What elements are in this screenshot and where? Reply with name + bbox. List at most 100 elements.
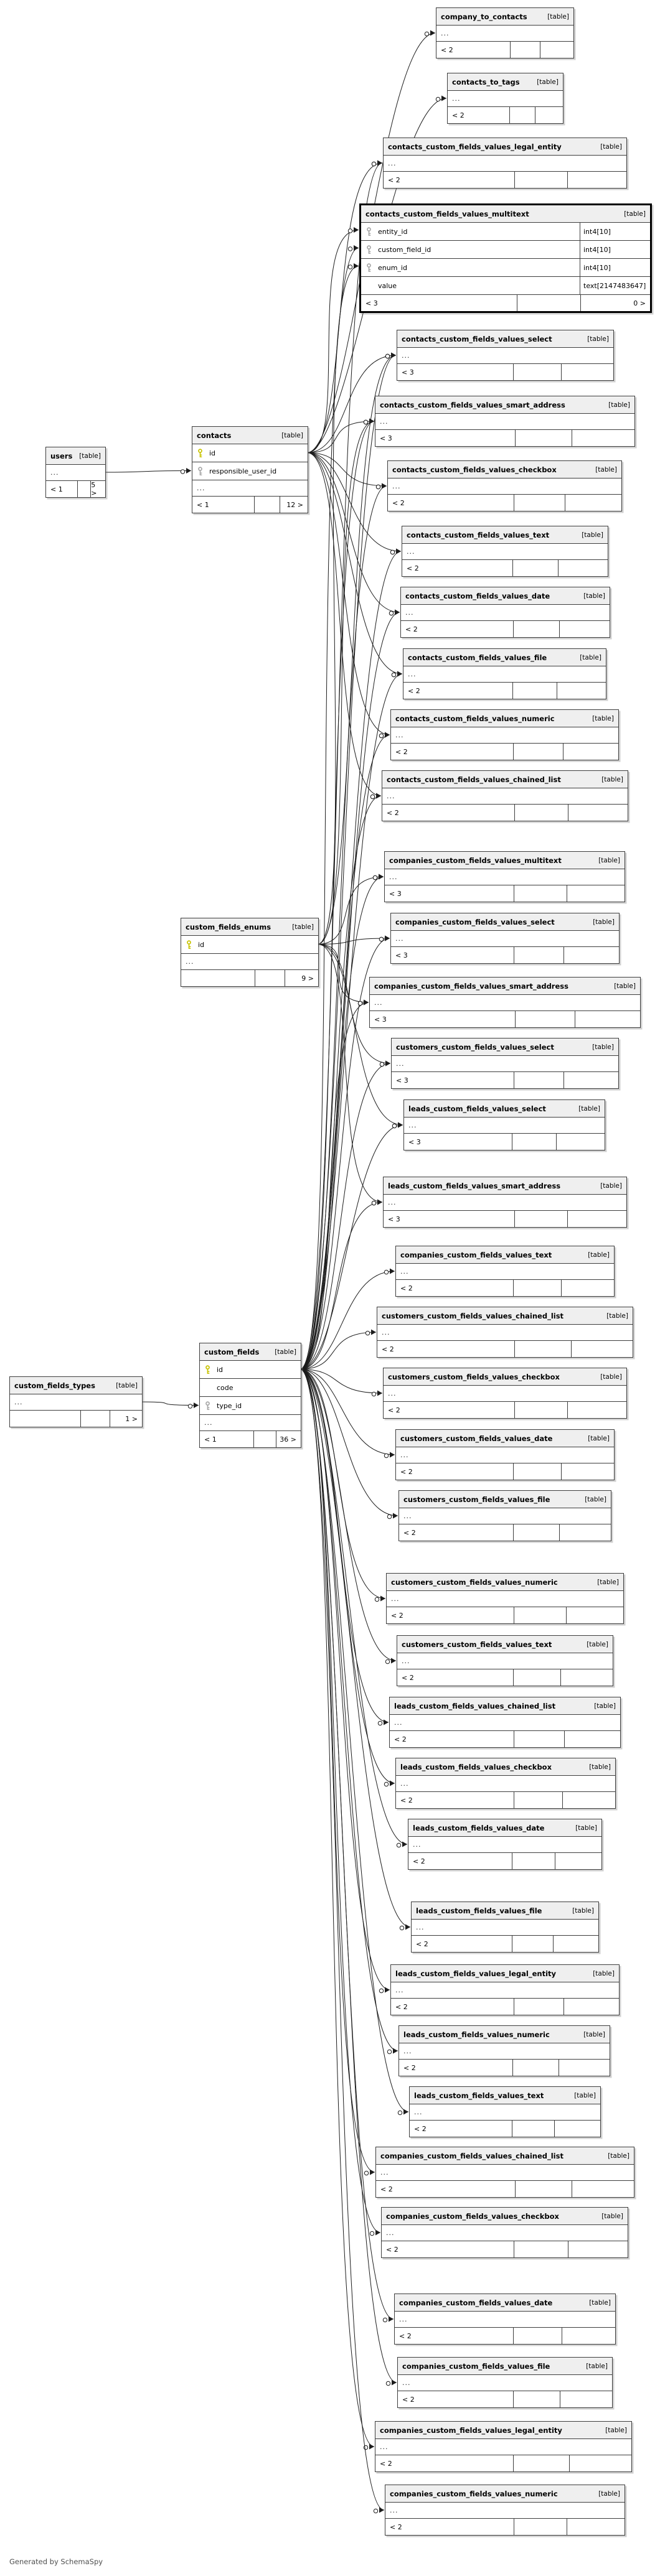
column-row-code[interactable]: code [200, 1379, 301, 1397]
table-header[interactable]: customers_custom_fields_values_chained_l… [377, 1307, 633, 1325]
table-header[interactable]: contacts_custom_fields_values_checkbox[t… [388, 461, 621, 478]
column-row-type_id[interactable]: type_id [200, 1397, 301, 1415]
table-leads_custom_fields_values_date[interactable]: leads_custom_fields_values_date[table]..… [408, 1819, 602, 1870]
table-leads_custom_fields_values_file[interactable]: leads_custom_fields_values_file[table]..… [411, 1902, 599, 1953]
table-contacts_custom_fields_values_checkbox[interactable]: contacts_custom_fields_values_checkbox[t… [387, 460, 622, 511]
table-name[interactable]: custom_fields [204, 1347, 260, 1356]
table-name[interactable]: contacts_to_tags [452, 77, 520, 86]
table-name[interactable]: companies_custom_fields_values_select [395, 917, 555, 926]
table-custom_fields_types[interactable]: custom_fields_types[table]...1 > [9, 1376, 143, 1427]
column-row-id[interactable]: id [192, 444, 308, 462]
table-header[interactable]: customers_custom_fields_values_checkbox[… [384, 1368, 626, 1386]
table-header[interactable]: companies_custom_fields_values_chained_l… [376, 2147, 634, 2165]
table-companies_custom_fields_values_date[interactable]: companies_custom_fields_values_date[tabl… [394, 2294, 616, 2345]
table-name[interactable]: leads_custom_fields_values_smart_address [388, 1181, 561, 1190]
table-contacts_to_tags[interactable]: contacts_to_tags[table]...< 2 [447, 73, 563, 124]
table-companies_custom_fields_values_legal_entity[interactable]: companies_custom_fields_values_legal_ent… [375, 2421, 632, 2472]
table-name[interactable]: customers_custom_fields_values_numeric [391, 1577, 558, 1587]
table-name[interactable]: contacts_custom_fields_values_multitext [365, 209, 529, 218]
table-name[interactable]: companies_custom_fields_values_text [400, 1250, 552, 1259]
table-name[interactable]: contacts_custom_fields_values_smart_addr… [380, 400, 565, 409]
table-header[interactable]: customers_custom_fields_values_file[tabl… [399, 1491, 611, 1508]
table-header[interactable]: contacts_custom_fields_values_numeric[ta… [391, 710, 618, 727]
table-name[interactable]: companies_custom_fields_values_chained_l… [380, 2151, 563, 2160]
table-header[interactable]: company_to_contacts[table] [436, 8, 573, 26]
table-customers_custom_fields_values_date[interactable]: customers_custom_fields_values_date[tabl… [395, 1429, 615, 1480]
table-header[interactable]: custom_fields_enums[table] [181, 918, 318, 936]
table-leads_custom_fields_values_checkbox[interactable]: leads_custom_fields_values_checkbox[tabl… [395, 1758, 616, 1809]
table-header[interactable]: contacts_to_tags[table] [448, 73, 563, 91]
table-name[interactable]: customers_custom_fields_values_select [396, 1042, 554, 1052]
table-header[interactable]: leads_custom_fields_values_date[table] [408, 1819, 601, 1837]
table-name[interactable]: leads_custom_fields_values_text [414, 2091, 544, 2100]
table-header[interactable]: contacts_custom_fields_values_date[table… [401, 587, 610, 605]
table-leads_custom_fields_values_smart_address[interactable]: leads_custom_fields_values_smart_address… [383, 1177, 627, 1228]
table-contacts_custom_fields_values_legal_entity[interactable]: contacts_custom_fields_values_legal_enti… [383, 138, 627, 189]
column-row-id[interactable]: id [181, 936, 318, 954]
table-customers_custom_fields_values_chained_list[interactable]: customers_custom_fields_values_chained_l… [377, 1307, 633, 1358]
table-header[interactable]: contacts_custom_fields_values_file[table… [403, 649, 606, 666]
table-leads_custom_fields_values_numeric[interactable]: leads_custom_fields_values_numeric[table… [398, 2025, 610, 2076]
table-header[interactable]: leads_custom_fields_values_numeric[table… [399, 2026, 610, 2043]
table-header[interactable]: leads_custom_fields_values_text[table] [410, 2087, 600, 2104]
table-name[interactable]: company_to_contacts [441, 12, 527, 21]
table-contacts_custom_fields_values_numeric[interactable]: contacts_custom_fields_values_numeric[ta… [390, 709, 619, 760]
table-leads_custom_fields_values_legal_entity[interactable]: leads_custom_fields_values_legal_entity[… [390, 1964, 620, 2015]
table-contacts_custom_fields_values_smart_address[interactable]: contacts_custom_fields_values_smart_addr… [375, 396, 635, 447]
table-name[interactable]: customers_custom_fields_values_checkbox [388, 1372, 560, 1381]
table-name[interactable]: contacts_custom_fields_values_date [405, 591, 550, 600]
table-name[interactable]: companies_custom_fields_values_date [399, 2298, 553, 2307]
table-header[interactable]: users[table] [46, 447, 105, 465]
table-header[interactable]: customers_custom_fields_values_text[tabl… [397, 1636, 613, 1653]
table-customers_custom_fields_values_text[interactable]: customers_custom_fields_values_text[tabl… [397, 1635, 613, 1686]
table-header[interactable]: leads_custom_fields_values_legal_entity[… [391, 1965, 619, 1982]
table-name[interactable]: contacts_custom_fields_values_select [402, 334, 552, 343]
table-companies_custom_fields_values_checkbox[interactable]: companies_custom_fields_values_checkbox[… [381, 2207, 628, 2258]
table-contacts_custom_fields_values_text[interactable]: contacts_custom_fields_values_text[table… [402, 526, 608, 577]
table-companies_custom_fields_values_text[interactable]: companies_custom_fields_values_text[tabl… [395, 1246, 615, 1297]
table-custom_fields_enums[interactable]: custom_fields_enums[table]id...9 > [181, 918, 319, 987]
table-header[interactable]: contacts_custom_fields_values_chained_li… [382, 771, 628, 788]
table-header[interactable]: contacts[table] [192, 427, 308, 444]
table-header[interactable]: contacts_custom_fields_values_smart_addr… [375, 396, 634, 414]
table-header[interactable]: leads_custom_fields_values_checkbox[tabl… [396, 1758, 615, 1776]
table-name[interactable]: leads_custom_fields_values_numeric [403, 2030, 550, 2039]
table-contacts_custom_fields_values_file[interactable]: contacts_custom_fields_values_file[table… [403, 648, 606, 699]
table-header[interactable]: custom_fields_types[table] [10, 1377, 142, 1394]
table-customers_custom_fields_values_select[interactable]: customers_custom_fields_values_select[ta… [391, 1038, 619, 1089]
table-header[interactable]: leads_custom_fields_values_chained_list[… [390, 1697, 620, 1715]
table-customers_custom_fields_values_numeric[interactable]: customers_custom_fields_values_numeric[t… [386, 1573, 624, 1624]
table-name[interactable]: contacts_custom_fields_values_chained_li… [387, 775, 561, 784]
table-header[interactable]: companies_custom_fields_values_smart_add… [370, 978, 640, 995]
table-name[interactable]: leads_custom_fields_values_checkbox [400, 1762, 552, 1771]
table-header[interactable]: leads_custom_fields_values_select[table] [404, 1100, 605, 1118]
table-name[interactable]: leads_custom_fields_values_select [408, 1104, 546, 1113]
table-header[interactable]: contacts_custom_fields_values_multitext[… [361, 205, 650, 223]
table-name[interactable]: customers_custom_fields_values_file [403, 1495, 550, 1504]
table-name[interactable]: users [50, 451, 73, 460]
table-company_to_contacts[interactable]: company_to_contacts[table]...< 2 [436, 7, 574, 58]
table-name[interactable]: customers_custom_fields_values_chained_l… [382, 1311, 564, 1320]
table-header[interactable]: leads_custom_fields_values_smart_address… [384, 1177, 626, 1195]
table-header[interactable]: contacts_custom_fields_values_select[tab… [397, 330, 613, 348]
table-contacts_custom_fields_values_date[interactable]: contacts_custom_fields_values_date[table… [400, 587, 610, 638]
column-row-id[interactable]: id [200, 1361, 301, 1379]
table-name[interactable]: leads_custom_fields_values_date [413, 1823, 545, 1832]
table-leads_custom_fields_values_chained_list[interactable]: leads_custom_fields_values_chained_list[… [389, 1697, 621, 1748]
table-header[interactable]: contacts_custom_fields_values_text[table… [402, 526, 608, 544]
table-contacts_custom_fields_values_chained_list[interactable]: contacts_custom_fields_values_chained_li… [382, 770, 628, 821]
table-contacts_custom_fields_values_multitext[interactable]: contacts_custom_fields_values_multitext[… [359, 203, 652, 313]
table-name[interactable]: contacts_custom_fields_values_numeric [395, 714, 555, 723]
table-header[interactable]: companies_custom_fields_values_file[tabl… [398, 2358, 612, 2375]
table-companies_custom_fields_values_smart_address[interactable]: companies_custom_fields_values_smart_add… [369, 977, 641, 1028]
table-companies_custom_fields_values_select[interactable]: companies_custom_fields_values_select[ta… [390, 913, 620, 964]
table-header[interactable]: leads_custom_fields_values_file[table] [412, 1902, 598, 1920]
table-header[interactable]: companies_custom_fields_values_checkbox[… [382, 2208, 628, 2225]
table-header[interactable]: companies_custom_fields_values_legal_ent… [375, 2422, 631, 2439]
table-header[interactable]: custom_fields[table] [200, 1343, 301, 1361]
